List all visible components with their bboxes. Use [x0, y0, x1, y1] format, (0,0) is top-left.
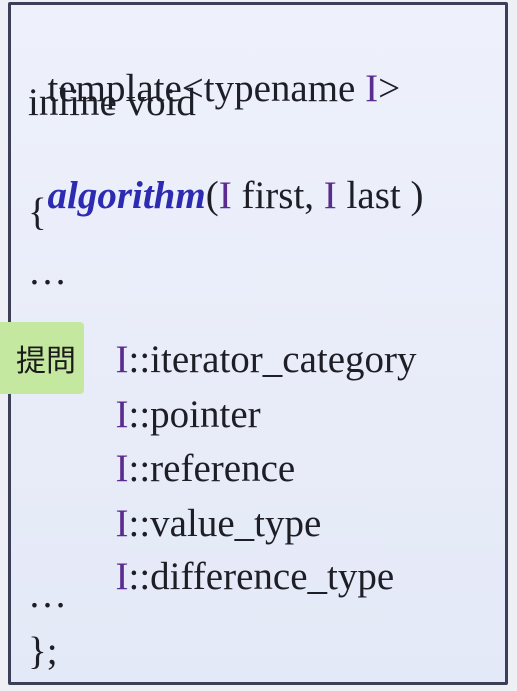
member-name: ::difference_type	[128, 555, 395, 598]
member-name: ::pointer	[128, 393, 261, 436]
member-line-reference: I::reference	[96, 410, 296, 490]
arg-first: first,	[231, 174, 324, 217]
arg-last: last )	[336, 174, 424, 217]
paren-open: (	[205, 174, 219, 217]
code-line-signature: algorithm(I first, I last )	[28, 137, 424, 217]
member-prefix: I	[115, 502, 129, 545]
template-keyword: template<typename	[47, 67, 366, 110]
member-name: ::reference	[128, 447, 296, 490]
open-brace: {	[28, 191, 47, 234]
member-prefix: I	[115, 338, 129, 381]
close-brace: };	[28, 630, 58, 673]
question-tag[interactable]: 提問	[0, 322, 84, 394]
arg-type-last: I	[323, 174, 337, 217]
member-line-value-type: I::value_type	[96, 465, 322, 545]
member-line-difference-type: I::difference_type	[96, 518, 395, 598]
ellipsis-bottom: …	[28, 573, 67, 616]
question-tag-label: 提問	[16, 344, 76, 379]
code-line-inline-void: inline void	[28, 81, 196, 124]
member-line-pointer: I::pointer	[96, 356, 261, 434]
function-name: algorithm	[47, 174, 206, 217]
code-line-template: template<typename I>	[28, 30, 401, 110]
member-prefix: I	[115, 555, 129, 598]
ellipsis-top: …	[28, 250, 67, 293]
member-line-iterator-category: I::iterator_category	[96, 301, 417, 379]
template-param: I	[365, 67, 379, 110]
member-prefix: I	[115, 393, 129, 436]
member-prefix: I	[115, 447, 129, 490]
arg-type-first: I	[218, 174, 232, 217]
member-name: ::value_type	[128, 502, 322, 545]
template-close: >	[378, 67, 401, 110]
member-name: ::iterator_category	[128, 338, 417, 381]
code-panel	[8, 2, 508, 685]
